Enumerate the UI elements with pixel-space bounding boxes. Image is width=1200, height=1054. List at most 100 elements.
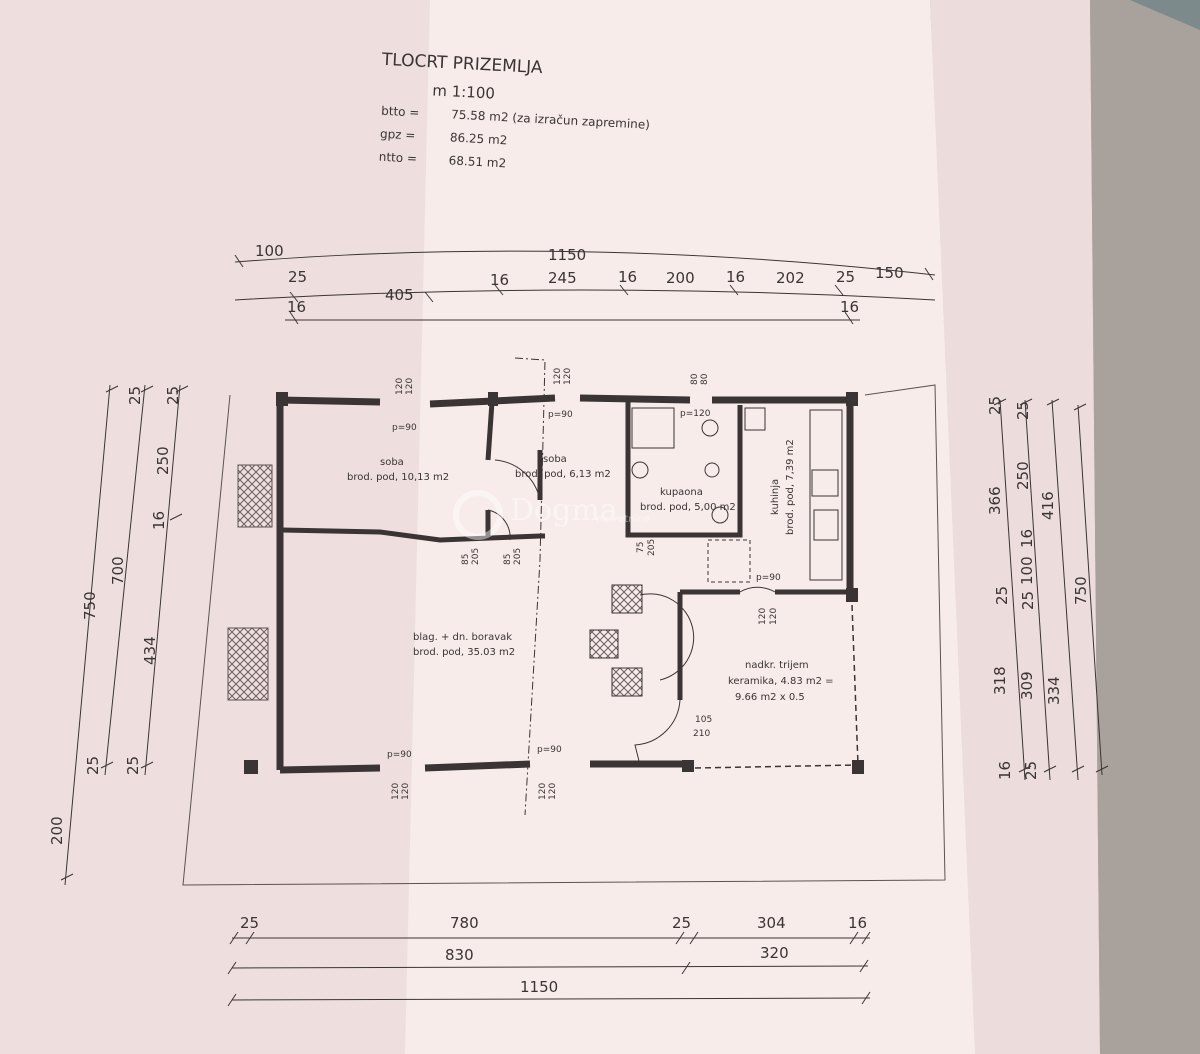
boravak-name: blag. + dn. boravak <box>413 632 512 643</box>
right-dim-334: 334 <box>1045 676 1063 705</box>
opening-p90-kitchen: p=90 <box>756 573 781 583</box>
fridge <box>744 407 766 431</box>
btto-label: btto = <box>381 104 420 120</box>
left-dim-250: 250 <box>154 446 172 475</box>
top-dimensions <box>234 250 936 325</box>
trijem-line2: keramika, 4.83 m2 = <box>728 676 834 687</box>
bottom-dim-16: 16 <box>848 914 867 932</box>
soba2-area: brod. pod, 6,13 m2 <box>515 469 611 480</box>
paper-right <box>930 0 1100 1054</box>
opening-80b: 80 <box>700 373 710 385</box>
right-dim-25a: 25 <box>986 396 1004 415</box>
right-dim-16b: 16 <box>996 761 1014 780</box>
staircase-void <box>707 539 751 583</box>
door-85b: 85 <box>503 554 513 565</box>
right-dim-309: 309 <box>1018 671 1036 700</box>
dogma-watermark: Dogma nekretnine <box>453 490 650 540</box>
bottom-dim-25a: 25 <box>240 914 259 932</box>
ntto-label: ntto = <box>378 150 417 166</box>
wall-posts <box>244 392 864 774</box>
chair-bottom <box>611 667 643 697</box>
door-85a: 85 <box>461 554 471 565</box>
planter-bottom <box>227 627 269 701</box>
opening-p90-bottom-mid: p=90 <box>537 745 562 755</box>
kuhinja-name: kuhinja <box>770 479 781 515</box>
top-dim-25b: 25 <box>836 268 855 286</box>
trijem-line1: nadkr. trijem <box>745 660 809 671</box>
opening-120g: 120 <box>391 783 401 800</box>
left-dim-750: 750 <box>81 591 99 620</box>
bottom-dim-780: 780 <box>450 914 479 932</box>
bottom-dim-1150: 1150 <box>520 978 558 996</box>
kupaona-area: brod. pod, 5,00 m2 <box>640 502 736 513</box>
kitchen-counter <box>809 409 843 581</box>
wash-machine <box>711 506 729 524</box>
top-dim-16a: 16 <box>490 271 509 289</box>
opening-p120-bath: p=120 <box>680 409 711 419</box>
top-dim-100: 100 <box>255 242 284 260</box>
bottom-dim-320: 320 <box>760 944 789 962</box>
trijem-line3: 9.66 m2 x 0.5 <box>735 692 805 703</box>
soba2-name: soba <box>543 454 567 465</box>
fabric-corner <box>1130 0 1200 30</box>
right-dim-100: 100 <box>1018 556 1036 585</box>
right-dim-318: 318 <box>991 666 1009 695</box>
opening-120a: 120 <box>395 378 405 395</box>
right-dim-25c: 25 <box>993 586 1011 605</box>
left-dim-200: 200 <box>48 816 66 845</box>
top-dim-16-low2: 16 <box>840 298 859 316</box>
left-dim-700: 700 <box>109 556 127 585</box>
door-swings <box>487 459 776 766</box>
opening-120i: 120 <box>538 783 548 800</box>
bottom-dimensions <box>227 931 871 1007</box>
kuhinja-area: brod. pod, 7,39 m2 <box>785 439 796 535</box>
planter-top <box>237 464 273 528</box>
opening-120d: 120 <box>563 368 573 385</box>
watermark-brand: Dogma <box>510 493 618 528</box>
right-dim-366: 366 <box>986 486 1004 515</box>
top-dim-16b: 16 <box>618 268 637 286</box>
door-205a: 205 <box>471 548 481 565</box>
paper-fold <box>405 0 980 1054</box>
left-dim-16: 16 <box>150 511 168 530</box>
boravak-area: brod. pod, 35.03 m2 <box>413 647 515 658</box>
right-dim-25b: 25 <box>1014 401 1032 420</box>
top-dim-1150: 1150 <box>548 246 586 264</box>
left-dim-25c: 25 <box>84 756 102 775</box>
soba1-name: soba <box>380 457 404 468</box>
gpz-label: gpz = <box>380 127 416 143</box>
right-dim-750: 750 <box>1072 576 1090 605</box>
left-dimensions <box>60 384 189 886</box>
top-dim-202: 202 <box>776 269 805 287</box>
opening-120j: 120 <box>548 783 558 800</box>
left-dim-25d: 25 <box>124 756 142 775</box>
ntto-value: 68.51 m2 <box>448 153 506 170</box>
paper-left <box>0 0 440 1054</box>
section-line <box>514 357 546 816</box>
top-dim-25a: 25 <box>288 268 307 286</box>
cooktop <box>813 509 839 541</box>
walls <box>276 394 854 774</box>
chair-top <box>611 584 643 614</box>
opening-80a: 80 <box>690 373 700 385</box>
plot-outline <box>182 384 946 886</box>
right-dim-416: 416 <box>1039 491 1057 520</box>
bottom-dim-830: 830 <box>445 946 474 964</box>
right-dim-16a: 16 <box>1018 529 1036 548</box>
wash-basin <box>631 461 649 479</box>
right-dimensions <box>993 398 1109 781</box>
top-dim-16-low: 16 <box>287 298 306 316</box>
soba1-area: brod. pod, 10,13 m2 <box>347 472 449 483</box>
left-dim-25b: 25 <box>164 386 182 405</box>
table-corner <box>1090 0 1200 1054</box>
opening-120e: 120 <box>758 608 768 625</box>
door-105: 105 <box>695 715 712 725</box>
plan-scale: m 1:100 <box>432 81 495 102</box>
top-dim-16c: 16 <box>726 268 745 286</box>
opening-p90-soba2: p=90 <box>548 410 573 420</box>
watermark-sub: nekretnine <box>596 514 650 525</box>
opening-120f: 120 <box>769 608 779 625</box>
kitchen-sink <box>811 469 839 497</box>
